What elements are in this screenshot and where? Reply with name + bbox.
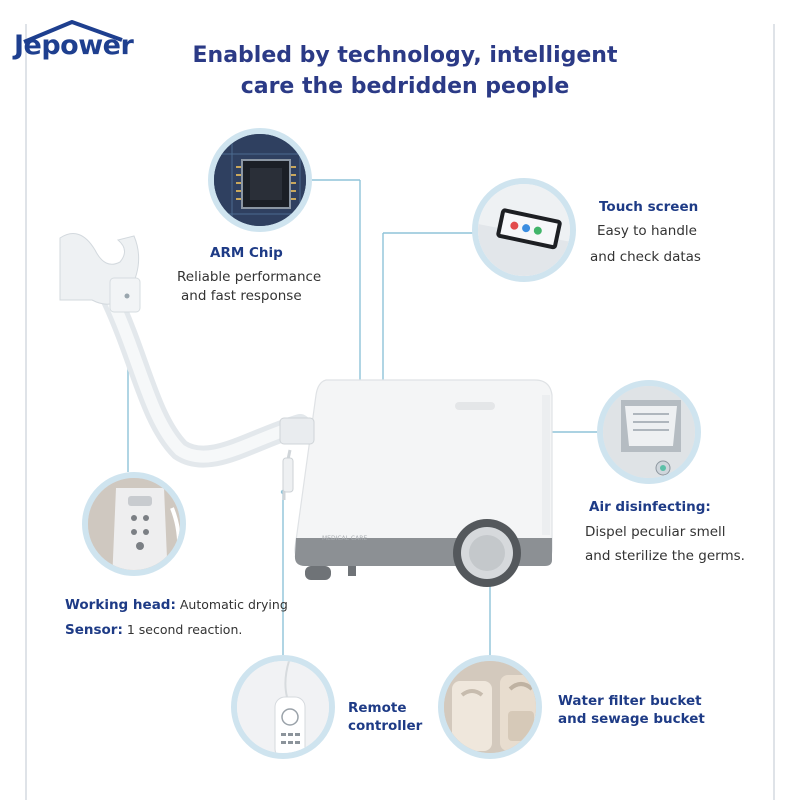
touch-screen-photo [472,178,576,282]
remote-icon [274,696,306,753]
touch-screen-desc-2: and check datas [590,249,701,265]
touch-screen-heading: Touch screen [599,199,699,215]
air-disinfecting-desc-1: Dispel peculiar smell [585,524,726,540]
sensor-line: Sensor:1 second reaction. [65,622,242,638]
sensor-desc: 1 second reaction. [126,622,243,637]
working-head-heading: Working head: [65,597,176,613]
brand-logo [10,18,160,68]
working-head-line: Working head:Automatic drying [65,597,288,613]
sensor-heading: Sensor: [65,622,123,638]
remote-heading-2: controller [348,718,423,734]
water-filter-photo [438,655,542,759]
arm-chip-desc-1: Reliable performance [177,269,322,285]
logo-text: Jepower [14,30,134,61]
arm-chip-desc-2: and fast response [181,288,302,304]
machine-body: MEDICAL CARE [279,379,553,587]
title-line-2: care the bedridden people [240,74,570,99]
arm-chip-heading: ARM Chip [210,245,283,261]
title-line-1: Enabled by technology, intelligent [192,43,618,68]
working-head-icon [112,488,168,570]
air-disinfecting-photo [597,380,701,484]
working-head-photo [82,472,186,576]
air-disinfecting-heading: Air disinfecting: [589,499,711,515]
water-filter-heading-2: and sewage bucket [558,711,705,727]
arm-chip-photo [208,128,312,232]
water-filter-heading-1: Water filter bucket [558,693,702,709]
touch-screen-desc-1: Easy to handle [597,223,697,239]
page-title: Enabled by technology, intelligent care … [150,40,660,102]
working-head-nozzle [59,233,141,313]
remote-heading-1: Remote [348,700,407,716]
working-head-desc: Automatic drying [179,597,288,612]
air-vent-icon [625,406,677,446]
body-label: MEDICAL CARE [322,535,367,542]
logo-roof-icon [23,20,123,44]
water-bucket-icon [452,681,492,751]
remote-controller-photo [231,655,335,759]
air-disinfecting-desc-2: and sterilize the germs. [585,548,745,564]
